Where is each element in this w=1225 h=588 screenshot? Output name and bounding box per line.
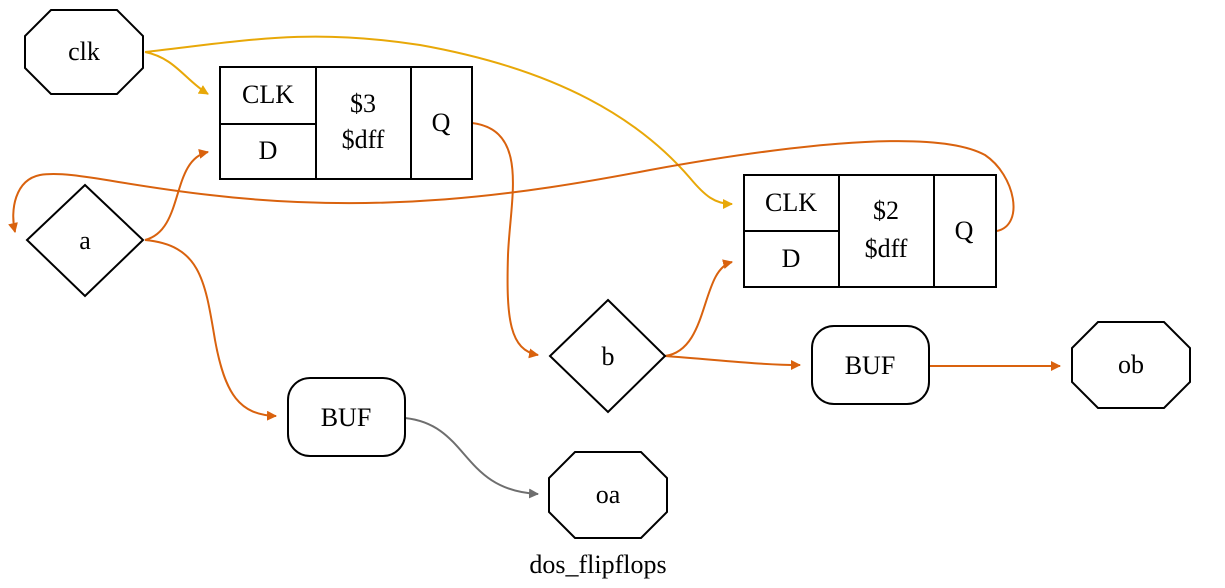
dff3-clk-port: CLK [242,80,294,109]
wire-dff3-q-to-b [471,122,539,359]
dff3-q-port: Q [432,108,451,137]
wire-node-b: b [548,298,667,414]
buf-a-label: BUF [321,403,372,432]
dff2-d-port: D [782,244,801,273]
wire-buf-a-to-oa [404,417,539,499]
dff-cell-2: CLK D $2 $dff Q [743,174,997,288]
wire-b-to-dff2-d [664,259,733,357]
port-clk: clk [24,9,144,95]
dff2-clk-port: CLK [765,188,817,217]
dff-cell-3: CLK D $3 $dff Q [219,66,473,180]
dff3-id: $3 [350,89,376,118]
diagram-title: dos_flipflops [529,550,666,579]
port-oa: oa [548,451,668,539]
dff2-type: $dff [865,234,908,263]
port-ob: ob [1071,321,1191,409]
port-ob-label: ob [1118,350,1144,379]
port-oa-label: oa [596,480,621,509]
wire-a-to-dff3-d [144,148,209,241]
wire-clk-to-dff3 [144,51,209,95]
wire-node-a: a [25,183,145,298]
dff3-type: $dff [342,125,385,154]
dff2-id: $2 [873,196,899,225]
buf-cell-a: BUF [287,377,406,457]
wire-clk-to-dff2 [144,35,733,209]
buf-b-label: BUF [845,351,896,380]
wire-a-to-buf-a [144,239,277,421]
wire-node-b-label: b [602,342,615,371]
wire-b-to-buf-b [664,355,801,370]
port-clk-label: clk [68,37,100,66]
buf-cell-b: BUF [811,325,930,405]
dff2-q-port: Q [955,216,974,245]
wire-node-a-label: a [79,226,91,255]
dff3-d-port: D [259,136,278,165]
